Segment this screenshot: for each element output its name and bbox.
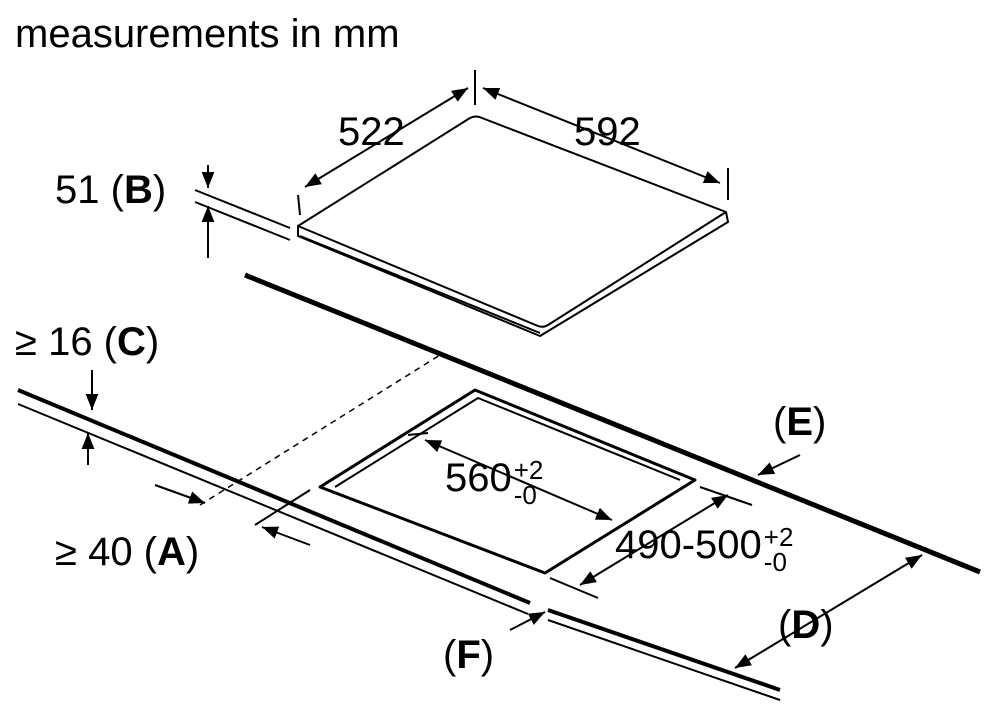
gap-label: ≥ 16 (C) bbox=[15, 320, 160, 364]
width-label: 592 bbox=[574, 110, 641, 154]
front-distance-label: ≥ 40 (A) bbox=[55, 530, 200, 574]
height-label: 51 (B) bbox=[55, 168, 167, 212]
label-f: (F) bbox=[443, 633, 495, 677]
worktop-front-edge-top bbox=[17, 388, 531, 605]
label-d: (D) bbox=[778, 603, 834, 647]
hob-side bbox=[297, 211, 729, 337]
depth-label: 522 bbox=[338, 110, 405, 154]
cutout-width-label: 560+2-0 bbox=[445, 455, 544, 510]
diagram-title: measurements in mm bbox=[15, 12, 400, 56]
worktop-back-edge bbox=[244, 272, 981, 575]
cutout bbox=[318, 388, 697, 575]
cutout-depth-label: 490-500+2-0 bbox=[615, 522, 794, 577]
label-e: (E) bbox=[773, 400, 827, 444]
